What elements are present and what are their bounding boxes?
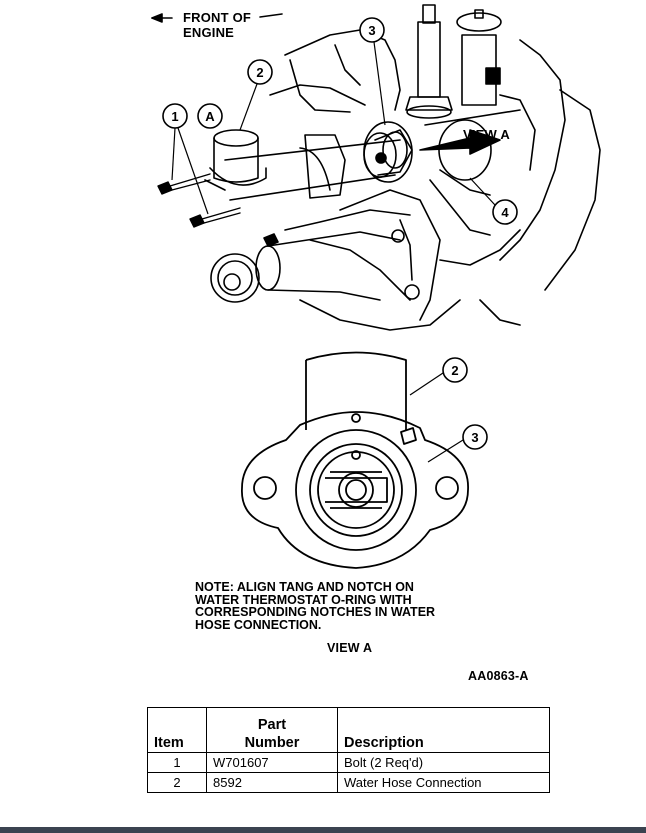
note-line: NOTE: ALIGN TANG AND NOTCH ON bbox=[195, 580, 414, 594]
view-marker-a: A bbox=[197, 103, 223, 129]
callout-4: 4 bbox=[469, 177, 518, 225]
view-marker-label: A bbox=[205, 109, 215, 124]
cell-part-number: W701607 bbox=[206, 752, 338, 773]
detail-callout-3: 3 bbox=[427, 424, 488, 463]
column-header-description: Description bbox=[337, 707, 550, 753]
cell-description: Bolt (2 Req'd) bbox=[337, 752, 550, 773]
table-row: 2 8592 Water Hose Connection bbox=[147, 772, 550, 793]
callout-3-label: 3 bbox=[368, 23, 375, 38]
cell-item: 1 bbox=[147, 752, 207, 773]
bottom-scroll-bar bbox=[0, 827, 646, 833]
cell-description: Water Hose Connection bbox=[337, 772, 550, 793]
callout-2: 2 bbox=[239, 59, 273, 131]
note-line: HOSE CONNECTION. bbox=[195, 617, 322, 632]
table-header-row: Item Part Number Description bbox=[147, 707, 550, 753]
parts-table: Item Part Number Description 1 W701607 B… bbox=[147, 707, 550, 793]
direction-label-line1: FRONT OF bbox=[183, 10, 252, 25]
view-a-pointer-label: VIEW A bbox=[463, 127, 510, 142]
part-header-line1: Part bbox=[257, 717, 287, 733]
column-header-part-number: Part Number bbox=[206, 707, 338, 753]
callout-1-label: 1 bbox=[171, 109, 178, 124]
callout-2-label: 2 bbox=[256, 65, 263, 80]
callout-4-label: 4 bbox=[501, 205, 509, 220]
alignment-note: NOTE: ALIGN TANG AND NOTCH ON WATER THER… bbox=[195, 581, 485, 631]
part-header-line2: Number bbox=[244, 735, 300, 751]
view-a-detail-diagram: 2 3 bbox=[241, 351, 488, 569]
detail-callout-2: 2 bbox=[409, 357, 468, 396]
direction-label-line2: ENGINE bbox=[183, 25, 235, 40]
callout-3: 3 bbox=[359, 17, 386, 126]
view-caption: VIEW A bbox=[327, 641, 373, 655]
figure-id: AA0863-A bbox=[468, 669, 529, 683]
column-header-item: Item bbox=[147, 707, 207, 753]
note-line: CORRESPONDING NOTCHES IN WATER bbox=[195, 605, 436, 620]
cell-item: 2 bbox=[147, 772, 207, 793]
front-arrow-icon bbox=[151, 13, 283, 23]
detail-callout-2-label: 2 bbox=[451, 363, 458, 378]
callout-1: 1 bbox=[162, 103, 209, 215]
engine-exploded-diagram: 1 A 2 3 4 bbox=[151, 4, 601, 331]
note-line: WATER THERMOSTAT O-RING WITH bbox=[195, 592, 412, 607]
cell-part-number: 8592 bbox=[206, 772, 338, 793]
table-row: 1 W701607 Bolt (2 Req'd) bbox=[147, 752, 550, 773]
detail-callout-3-label: 3 bbox=[471, 430, 478, 445]
